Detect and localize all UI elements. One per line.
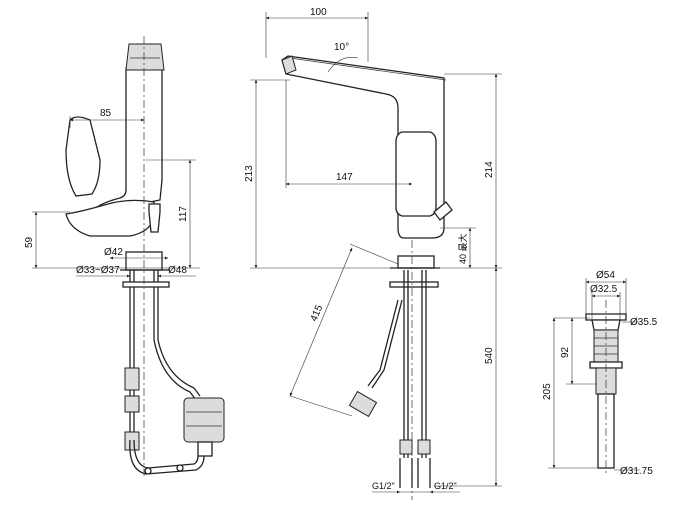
side-supply-lines bbox=[122, 270, 201, 451]
front-view: 100 10° 213 147 214 40 最大 415 540 G1/2" … bbox=[244, 7, 502, 500]
dim-100: 100 bbox=[310, 7, 327, 18]
dim-d35-5: Ø35.5 bbox=[630, 317, 658, 328]
dim-40-max: 40 最大 bbox=[457, 233, 468, 264]
front-hose-weight bbox=[348, 390, 378, 418]
dim-213: 213 bbox=[244, 165, 255, 182]
front-spout bbox=[281, 55, 445, 239]
side-view: 85 117 59 Ø42 Ø33~Ø37 Ø48 bbox=[24, 36, 225, 478]
dim-d32-5: Ø32.5 bbox=[590, 284, 618, 295]
dim-d33-37: Ø33~Ø37 bbox=[76, 265, 120, 276]
dim-g1-2-left: G1/2" bbox=[372, 481, 395, 491]
dim-d54: Ø54 bbox=[596, 270, 615, 281]
dim-117: 117 bbox=[178, 206, 189, 222]
dim-59: 59 bbox=[24, 236, 35, 248]
side-spout-body bbox=[89, 67, 163, 224]
dim-415: 415 bbox=[309, 303, 326, 323]
drain-view: Ø54 Ø32.5 Ø35.5 92 205 Ø31.75 bbox=[542, 270, 658, 477]
dim-205: 205 bbox=[542, 383, 553, 400]
side-handle bbox=[65, 116, 101, 197]
side-base-body bbox=[65, 199, 155, 237]
side-hose-weight bbox=[183, 397, 225, 443]
dim-540: 540 bbox=[484, 347, 495, 364]
front-pull-knob bbox=[433, 201, 453, 221]
dim-d42: Ø42 bbox=[104, 247, 123, 258]
dim-214: 214 bbox=[484, 161, 495, 178]
front-base bbox=[397, 255, 435, 269]
dim-85: 85 bbox=[100, 108, 112, 119]
front-handle bbox=[395, 131, 437, 217]
side-spray-head bbox=[125, 43, 165, 71]
dim-g1-2-right: G1/2" bbox=[434, 481, 457, 491]
side-pull-knob bbox=[148, 203, 161, 233]
dim-d48: Ø48 bbox=[168, 265, 187, 276]
front-supply-lines bbox=[389, 270, 439, 488]
dim-92: 92 bbox=[560, 346, 571, 358]
dim-d31-75: Ø31.75 bbox=[620, 466, 653, 477]
dim-angle-10: 10° bbox=[334, 42, 349, 53]
dim-147: 147 bbox=[336, 172, 353, 183]
